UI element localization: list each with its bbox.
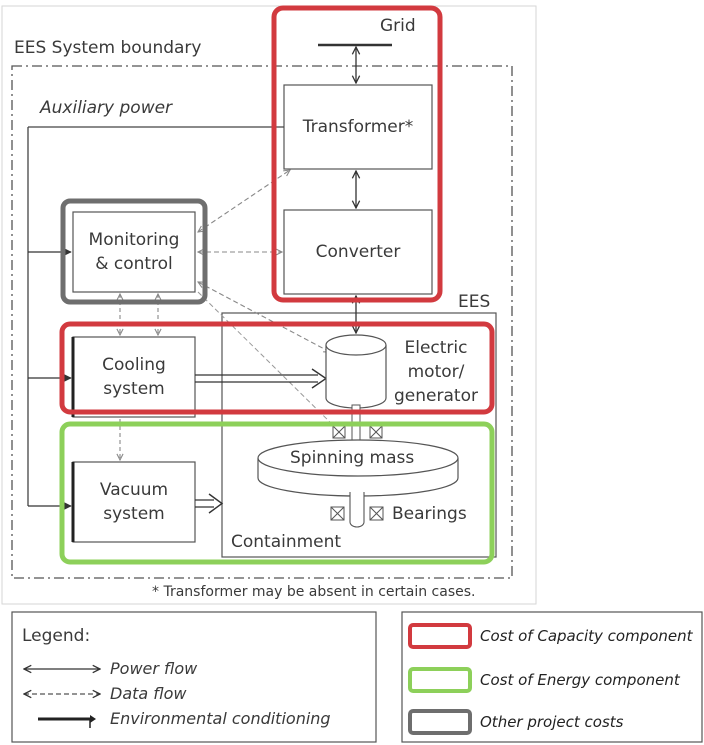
cooling-box bbox=[72, 336, 196, 418]
boundary-label: EES System boundary bbox=[14, 38, 202, 58]
data-monitoring-spinning bbox=[197, 291, 341, 433]
containment-label: Containment bbox=[231, 532, 342, 552]
converter-box bbox=[283, 209, 433, 295]
spinning-mass-label: Spinning mass bbox=[290, 448, 415, 468]
legend-env-arrow bbox=[38, 715, 96, 728]
legend-power-flow: Power flow bbox=[110, 659, 198, 678]
monitoring-box bbox=[72, 211, 196, 293]
transformer-label: Transformer* bbox=[302, 117, 414, 137]
cost-swatch-other bbox=[408, 709, 472, 735]
cost-legend-box bbox=[401, 611, 703, 743]
spinning-mass-disc bbox=[257, 439, 459, 497]
image-frame bbox=[1, 5, 537, 605]
auxiliary-label: Auxiliary power bbox=[40, 98, 173, 118]
other-cost-outline bbox=[60, 198, 208, 305]
cost-energy-label: Cost of Energy component bbox=[480, 671, 680, 689]
cost-swatch-energy bbox=[408, 667, 472, 693]
lower-bearings bbox=[330, 506, 384, 521]
system-boundary bbox=[11, 65, 513, 579]
legend-data-flow: Data flow bbox=[110, 684, 187, 703]
capacity-cost-outline-top bbox=[271, 5, 443, 303]
motor-cylinder bbox=[325, 334, 387, 409]
ees-label: EES bbox=[458, 292, 491, 312]
env-cooling-motor bbox=[195, 368, 328, 389]
legend-env-conditioning: Environmental conditioning bbox=[110, 709, 331, 728]
env-vacuum-containment bbox=[195, 493, 224, 514]
legend-title: Legend: bbox=[22, 626, 91, 646]
cooling-label: Cooling system bbox=[102, 355, 166, 399]
converter-label: Converter bbox=[315, 242, 401, 262]
monitoring-label: Monitoring & control bbox=[88, 230, 180, 274]
grid-label: Grid bbox=[380, 16, 416, 36]
cost-capacity-label: Cost of Capacity component bbox=[480, 627, 693, 645]
capacity-cost-outline-motor bbox=[59, 321, 495, 415]
transformer-note: * Transformer may be absent in certain c… bbox=[152, 584, 476, 600]
vacuum-label: Vacuum system bbox=[99, 480, 169, 524]
bearings-label: Bearings bbox=[392, 504, 467, 524]
lower-shaft bbox=[349, 492, 365, 528]
data-monitoring-motor bbox=[198, 282, 330, 352]
cost-other-label: Other project costs bbox=[480, 713, 624, 731]
energy-cost-outline bbox=[59, 421, 495, 565]
cost-swatch-capacity bbox=[408, 623, 472, 649]
motor-label: Electric motor/ generator bbox=[394, 338, 478, 406]
transformer-box bbox=[283, 84, 433, 170]
